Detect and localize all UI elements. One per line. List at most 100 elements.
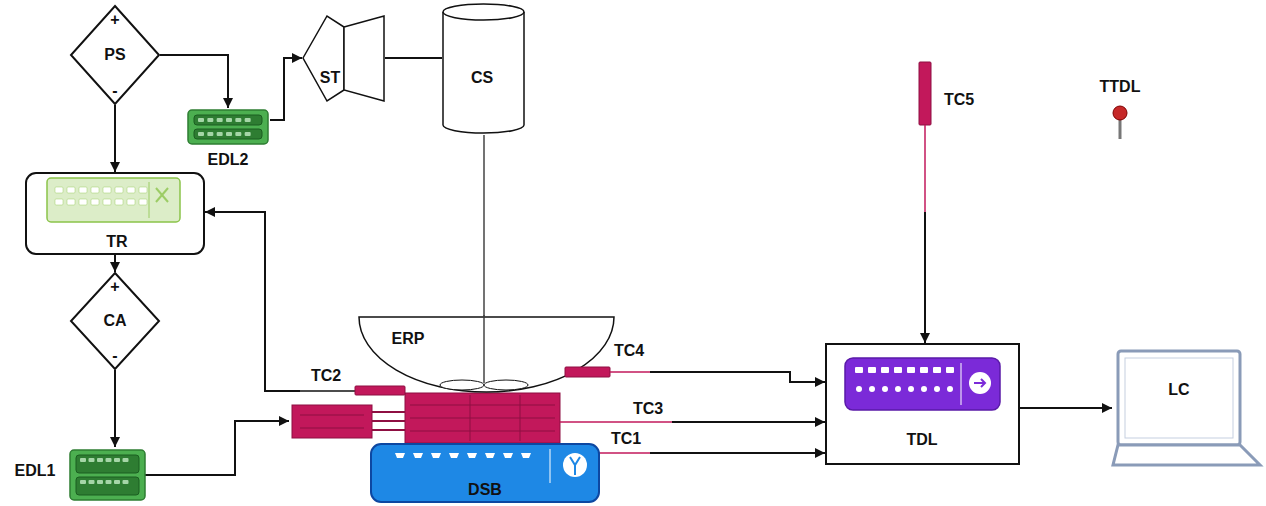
device-port	[413, 453, 423, 458]
reactor-bowl: ERP	[358, 315, 615, 394]
device-port	[449, 453, 459, 458]
device-port	[881, 367, 889, 373]
node-label: TC5	[944, 91, 974, 109]
plate-detail	[410, 418, 555, 419]
device-dot	[947, 386, 953, 392]
device-icon	[149, 182, 150, 218]
node-outline	[358, 315, 615, 394]
node-outline	[905, 60, 985, 212]
stirrer-base	[371, 444, 599, 502]
device-port	[946, 367, 954, 373]
connector-arrow	[114, 255, 116, 272]
logger-port	[123, 458, 129, 462]
device-dot	[934, 386, 940, 392]
laptop-computer: LC	[1112, 350, 1262, 470]
stirrer-shaft	[483, 315, 485, 383]
device-port	[67, 199, 75, 205]
logger-port	[207, 132, 213, 136]
node-label: EDL2	[208, 151, 249, 169]
transformer-box	[26, 173, 204, 254]
node-label: TC3	[633, 400, 663, 418]
connector-arrow	[114, 370, 116, 447]
node-outline	[442, 2, 525, 135]
energy-logger: EDL1	[5, 447, 145, 503]
node-label: ST	[320, 69, 340, 87]
thermocouple: TC2	[300, 366, 405, 398]
connector-arrow	[160, 55, 228, 108]
device-dot	[856, 386, 862, 392]
logger-body	[188, 110, 268, 144]
connector-arrow	[114, 105, 116, 172]
node-label: DSB	[468, 481, 502, 499]
device-port	[127, 199, 135, 205]
logger-port	[245, 118, 251, 122]
device-port	[79, 187, 87, 193]
impeller-blade	[484, 380, 528, 390]
device-port	[103, 199, 111, 205]
device-port	[907, 367, 915, 373]
node-outline	[1112, 350, 1262, 470]
source-diamond: +PS-	[70, 5, 160, 105]
node-label: -	[112, 347, 117, 365]
connector-arrow	[924, 212, 926, 343]
stirrer-base: DSB	[370, 443, 600, 503]
logger-port	[89, 480, 95, 484]
device-port	[91, 199, 99, 205]
thermocouple: TC3	[560, 400, 672, 426]
device-icon	[156, 188, 168, 202]
laptop-base	[1113, 445, 1260, 465]
motor-cylinder: CS	[442, 2, 525, 135]
device-port	[115, 187, 123, 193]
laptop-screen	[1118, 351, 1240, 445]
impeller-blade	[440, 380, 484, 390]
node-label: CA	[103, 312, 126, 330]
device-icon	[961, 363, 962, 405]
device-port	[67, 187, 75, 193]
heater-block	[292, 405, 372, 438]
turbine-body	[344, 16, 384, 101]
probe-lead	[560, 421, 672, 423]
heater-detail	[300, 428, 364, 429]
node-label: TTDL	[1100, 78, 1141, 96]
motor-cylinder-rim	[443, 12, 524, 20]
node-label: LC	[1168, 381, 1189, 399]
logger-port	[198, 132, 204, 136]
heating-plate	[405, 393, 560, 443]
logger-port	[198, 118, 204, 122]
logger-port	[123, 480, 129, 484]
device-port	[103, 187, 111, 193]
thermocouple-wire	[924, 125, 926, 212]
logger-port	[114, 480, 120, 484]
device-port	[395, 453, 405, 458]
device-port	[55, 199, 63, 205]
plate-detail	[410, 431, 555, 432]
power-wire	[145, 421, 289, 475]
source-diamond	[71, 6, 159, 104]
node-label: TC2	[311, 367, 341, 385]
thermocouple-probe	[919, 62, 931, 125]
device-icon	[969, 372, 991, 394]
node-label: +	[110, 11, 119, 29]
logger-port	[235, 118, 241, 122]
connector-arrow	[270, 58, 302, 120]
node-label: +	[110, 278, 119, 296]
probe-lead	[300, 390, 356, 392]
device-port	[894, 367, 902, 373]
pin-head	[1113, 106, 1127, 120]
node-label: TC1	[611, 430, 641, 448]
stirrer-shaft	[483, 135, 485, 318]
device-port	[139, 187, 147, 193]
plate-detail	[470, 395, 471, 441]
heater-lead	[372, 420, 405, 422]
ambient-sensor: TTDL	[1090, 75, 1150, 145]
thermocouple: TC4	[565, 340, 650, 380]
device-port	[139, 199, 147, 205]
logger-port	[89, 458, 95, 462]
node-label: TR	[106, 233, 127, 251]
logger-box	[826, 344, 1019, 464]
connector-arrow	[650, 372, 825, 382]
device-port	[855, 367, 863, 373]
logger-port	[106, 458, 112, 462]
connector-arrow	[1020, 407, 1112, 409]
device-dot	[882, 386, 888, 392]
